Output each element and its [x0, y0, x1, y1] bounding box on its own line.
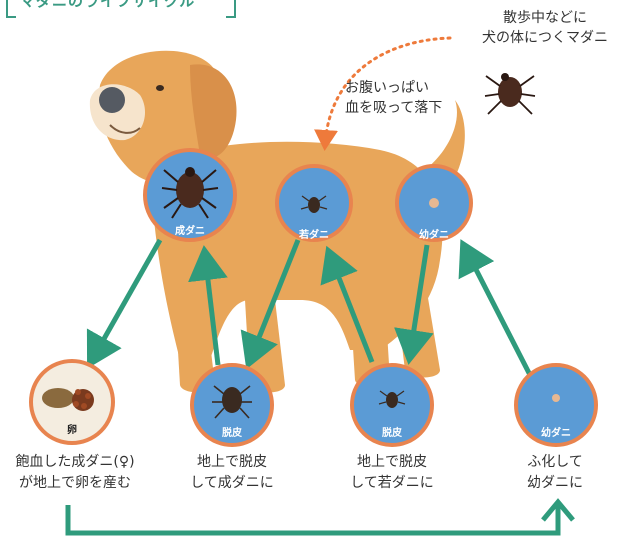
arrow-adult-to-eggs: [86, 238, 163, 369]
lifecycle-arrows: [65, 238, 575, 536]
title-bracket-left: [6, 0, 16, 18]
ground-circles: [29, 359, 598, 447]
walk-note: 散歩中などに 犬の体につくマダニ: [482, 8, 608, 48]
drop-note: お腹いっぱい 血を吸って落下: [345, 78, 442, 118]
label-eggs: 卵: [67, 425, 77, 436]
title-text: マダニのライフサイクル: [20, 0, 196, 10]
tick-larva-ground-icon: [552, 394, 560, 402]
tick-molt-nymph-icon: [378, 390, 406, 408]
diagram-title: マダニのライフサイクル: [0, 0, 250, 20]
tick-walk-icon: [484, 73, 536, 115]
caption-larva: ふ化して 幼ダニに: [500, 452, 610, 494]
drop-note-line-1: お腹いっぱい: [345, 80, 429, 96]
label-larva: 幼ダニ: [419, 230, 449, 241]
walk-note-line-2: 犬の体につくマダニ: [482, 30, 608, 46]
tick-nymph-icon: [300, 195, 328, 213]
caption-larva-line-2: 幼ダニに: [527, 475, 583, 491]
label-nymph: 若ダニ: [299, 230, 329, 241]
tick-molt-adult-icon: [212, 385, 252, 419]
circle-larva-ground: [514, 363, 598, 447]
label-molt-adult: 脱皮: [222, 428, 242, 439]
caption-molt-adult-line-2: して成ダニに: [190, 475, 274, 491]
tick-pictures: [42, 73, 560, 419]
arrow-hatch-to-larva: [458, 239, 533, 377]
title-bracket-right: [226, 0, 236, 18]
drop-off-arrow: [314, 36, 452, 151]
walk-note-line-1: 散歩中などに: [503, 10, 587, 26]
caption-molt-nymph-line-2: して若ダニに: [350, 475, 434, 491]
label-adult: 成ダニ: [175, 226, 205, 237]
label-larva-ground: 幼ダニ: [541, 428, 571, 439]
arrow-molt-to-adult: [188, 245, 228, 366]
caption-eggs-line-1: 飽血した成ダニ(♀): [15, 454, 135, 470]
arrow-eggs-to-hatch-head: [541, 498, 575, 522]
label-molt-nymph: 脱皮: [382, 428, 402, 439]
caption-eggs-line-2: が地上で卵を産む: [19, 475, 131, 491]
arrow-larva-to-molt: [394, 244, 434, 365]
arrow-eggs-to-hatch: [65, 505, 561, 536]
drop-note-line-2: 血を吸って落下: [345, 100, 443, 116]
caption-molt-adult: 地上で脱皮 して成ダニに: [172, 452, 292, 494]
arrow-molt-to-nymph: [320, 245, 375, 363]
caption-eggs: 飽血した成ダニ(♀) が地上で卵を産む: [0, 452, 150, 494]
tick-larva-icon: [429, 198, 439, 208]
tick-adult-icon: [161, 167, 219, 219]
caption-molt-nymph: 地上で脱皮 して若ダニに: [332, 452, 452, 494]
caption-molt-nymph-line-1: 地上で脱皮: [357, 454, 427, 470]
arrow-nymph-to-molt: [240, 239, 301, 370]
caption-molt-adult-line-1: 地上で脱皮: [197, 454, 267, 470]
tick-eggs-icon: [42, 388, 94, 411]
caption-larva-line-1: ふ化して: [527, 454, 583, 470]
